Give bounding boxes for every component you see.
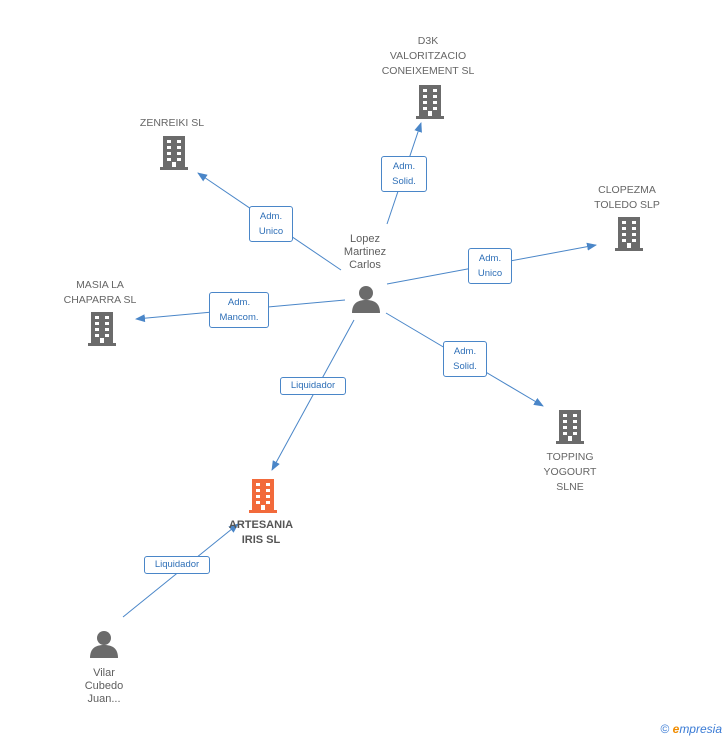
node-label-clopezma[interactable]: CLOPEZMA TOLEDO SLP <box>594 184 660 211</box>
edge-label-masia: Adm. Mancom. <box>209 292 269 328</box>
building-icon[interactable] <box>88 312 116 346</box>
edge-label-artesania-lopez: Liquidador <box>280 377 346 395</box>
brand-initial: e <box>672 722 680 736</box>
node-label-masia[interactable]: MASIA LA CHAPARRA SL <box>63 279 137 306</box>
node-label-lopez[interactable]: Lopez Martinez Carlos <box>343 233 387 271</box>
node-label-vilar[interactable]: Vilar Cubedo Juan... <box>84 667 124 705</box>
footer-brand: © empresia <box>660 722 722 736</box>
node-label-topping[interactable]: TOPPING YOGOURT SLNE <box>543 451 597 493</box>
edge-label-topping: Adm. Solid. <box>443 341 487 377</box>
edge-label-clopezma: Adm. Unico <box>468 248 512 284</box>
building-icon[interactable] <box>160 136 188 170</box>
node-label-d3k[interactable]: D3K VALORITZACIO CONEIXEMENT SL <box>381 35 475 77</box>
focus-building-icon[interactable] <box>249 479 277 513</box>
copyright-symbol: © <box>660 722 670 736</box>
edge-label-zenreiki: Adm. Unico <box>249 206 293 242</box>
node-label-zenreiki[interactable]: ZENREIKI SL <box>139 117 205 129</box>
edge-label-artesania-vilar: Liquidador <box>144 556 210 574</box>
node-label-artesania[interactable]: ARTESANIA IRIS SL <box>228 519 294 546</box>
building-icon[interactable] <box>556 410 584 444</box>
edge-label-d3k: Adm. Solid. <box>381 156 427 192</box>
person-icon[interactable] <box>90 631 118 658</box>
brand-name: mpresia <box>679 722 722 736</box>
edge-lopez-artesania <box>271 319 355 471</box>
building-icon[interactable] <box>416 85 444 119</box>
building-icon[interactable] <box>615 217 643 251</box>
person-icon[interactable] <box>352 286 380 313</box>
